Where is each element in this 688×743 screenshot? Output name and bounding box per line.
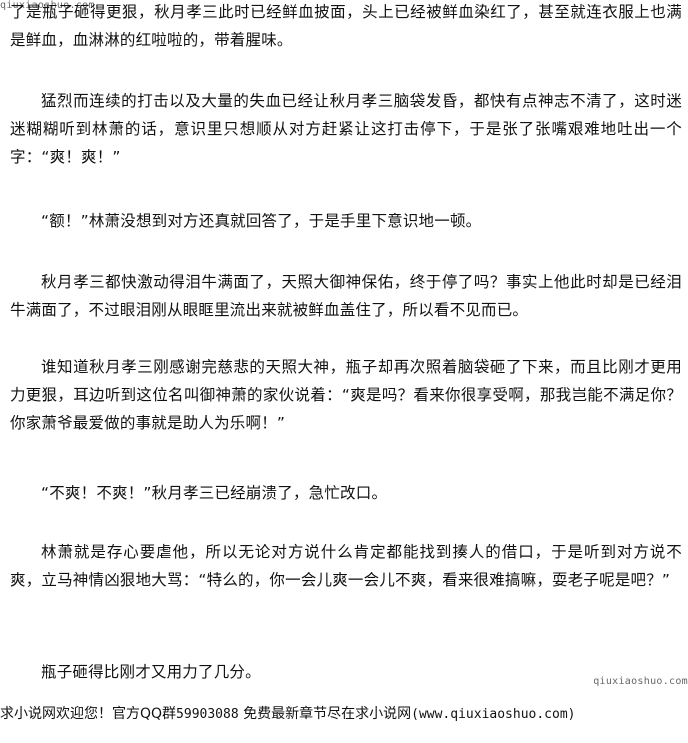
- footer-qq-number: 59903088: [176, 707, 239, 722]
- paragraph-2: 猛烈而连续的打击以及大量的失血已经让秋月孝三脑袋发昏，都快有点神志不清了，这时迷…: [10, 92, 682, 166]
- site-footer: 求小说网欢迎您！官方QQ群59903088 免费最新章节尽在求小说网(www.q…: [0, 704, 688, 725]
- paragraph-6: “不爽！不爽！”秋月孝三已经崩溃了，急忙改口。: [41, 484, 388, 502]
- paragraph-4: 秋月孝三都快激动得泪牛满面了，天照大御神保佑，终于停了吗？事实上他此时却是已经泪…: [10, 273, 682, 319]
- paragraph-3: “额！”林萧没想到对方还真就回答了，于是手里下意识地一顿。: [41, 212, 482, 230]
- footer-promo-text: 免费最新章节尽在求小说网: [238, 706, 412, 722]
- paragraph-8: 瓶子砸得比刚才又用力了几分。: [41, 663, 261, 681]
- watermark-top: qiuxiaoshuo.com: [0, 0, 95, 11]
- paragraph-1: 了是瓶子砸得更狠，秋月孝三此时已经鲜血披面，头上已经被鲜血染红了，甚至就连衣服上…: [10, 3, 682, 49]
- watermark-bottom: qiuxiaoshuo.com: [593, 676, 688, 687]
- paragraph-5: 谁知道秋月孝三刚感谢完慈悲的天照大神，瓶子却再次照着脑袋砸了下来，而且比刚才更用…: [10, 358, 682, 432]
- footer-site-url[interactable]: (www.qiuxiaoshuo.com): [411, 707, 576, 722]
- paragraph-7: 林萧就是存心要虐他，所以无论对方说什么肯定都能找到揍人的借口，于是听到对方说不爽…: [10, 543, 682, 589]
- footer-welcome-text: 求小说网欢迎您！官方QQ群: [0, 706, 177, 722]
